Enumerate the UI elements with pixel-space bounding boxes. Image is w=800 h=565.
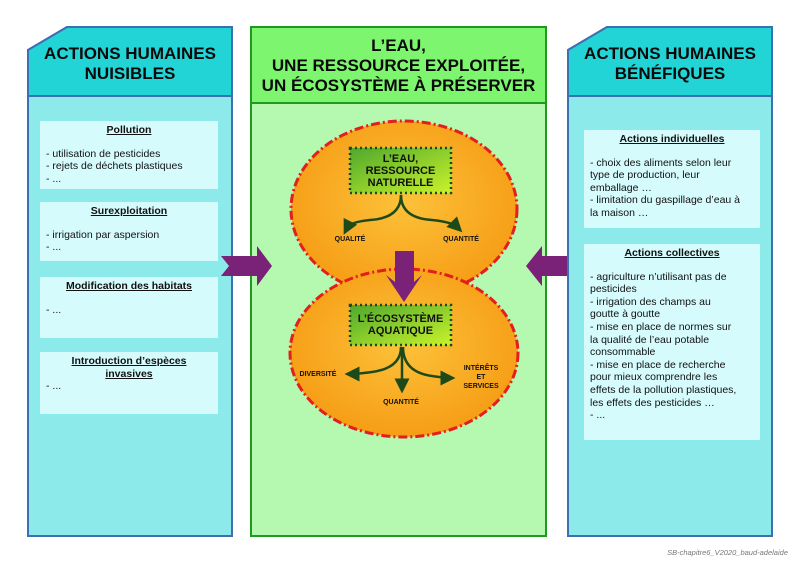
node-water-resource-label: L’EAU, RESSOURCE NATURELLE <box>350 153 451 189</box>
card-pollution: Pollution - utilisation de pesticides - … <box>40 121 218 189</box>
label-line: ET <box>476 374 486 381</box>
label-line: INTÉRÊTS <box>463 365 499 372</box>
card-line: - ... <box>46 380 62 393</box>
left-panel-harmful-actions: ACTIONS HUMAINES NUISIBLES Pollution - u… <box>27 26 233 537</box>
card-line: emballage … <box>590 181 652 194</box>
card-title: Actions collectives <box>624 247 720 259</box>
card-line: les effets des pesticides … <box>590 396 715 409</box>
card-line: la maison … <box>590 206 649 219</box>
right-arrow-icon <box>221 246 272 286</box>
card-line: pour mieux comprendre les <box>590 371 718 384</box>
center-title-line2: UNE RESSOURCE EXPLOITÉE, <box>271 56 526 75</box>
node-ecosystem-label: L’ÉCOSYSTÈME AQUATIQUE <box>350 313 451 337</box>
node-line: NATURELLE <box>367 177 434 189</box>
footer-credit: SB-chapitre6_V2020_baud-adelaide <box>667 548 788 557</box>
branch-arrow-diversity <box>344 346 403 382</box>
center-panel-title: L’EAU, UNE RESSOURCE EXPLOITÉE, UN ÉCOSY… <box>252 28 545 104</box>
card-modification-habitats: Modification des habitats - ... <box>40 277 218 338</box>
branch-arrow-quantity <box>399 194 463 233</box>
card-surexploitation: Surexploitation - irrigation par aspersi… <box>40 202 218 261</box>
card-line: - ... <box>46 303 62 316</box>
right-title-line1: ACTIONS HUMAINES <box>584 44 756 63</box>
card-title: invasives <box>105 367 153 380</box>
card-especes-invasives: Introduction d’espèces invasives - ... <box>40 352 218 414</box>
card-line: - irrigation des champs au <box>590 295 711 308</box>
card-line: pesticides <box>590 283 637 296</box>
card-individual-actions: Actions individuelles - choix des alimen… <box>584 130 760 228</box>
card-line: type de production, leur <box>590 169 700 182</box>
card-line: goutte à goutte <box>590 308 661 321</box>
node-water-resource-box <box>348 146 453 195</box>
down-arrow-icon <box>386 251 422 302</box>
branch-label-quality: QUALITÉ <box>334 236 366 243</box>
label-line: SERVICES <box>463 383 499 390</box>
left-arrow-icon <box>526 246 578 286</box>
branch-arrow-interests <box>401 346 456 386</box>
branch-label-quantity: QUANTITÉ <box>443 236 479 243</box>
left-title-line2: NUISIBLES <box>84 64 176 83</box>
left-title-line1: ACTIONS HUMAINES <box>44 44 216 63</box>
card-line: - ... <box>590 409 606 422</box>
right-panel-title: ACTIONS HUMAINES BÉNÉFIQUES <box>567 44 773 84</box>
card-title: Surexploitation <box>90 205 168 217</box>
branch-label-interests-services: INTÉRÊTS ET SERVICES <box>456 364 506 391</box>
left-panel-title: ACTIONS HUMAINES NUISIBLES <box>27 44 233 84</box>
center-title-line3: UN ÉCOSYSTÈME À PRÉSERVER <box>261 76 536 95</box>
card-line: - rejets de déchets plastiques <box>46 160 183 173</box>
right-title-line2: BÉNÉFIQUES <box>614 64 726 83</box>
card-line: - choix des aliments selon leur <box>590 156 732 169</box>
node-line: AQUATIQUE <box>367 325 434 337</box>
card-title: Actions individuelles <box>619 133 725 145</box>
card-line: - agriculture n’utilisant pas de <box>590 270 727 283</box>
card-line: - irrigation par aspersion <box>46 228 160 241</box>
node-ecosystem-box <box>348 303 453 347</box>
card-line: - mise en place de recherche <box>590 358 726 371</box>
node-line: L’EAU, <box>382 153 419 165</box>
card-line: consommable <box>590 346 656 359</box>
card-line: la qualité de l’eau potable <box>590 333 710 346</box>
card-line: - ... <box>46 241 62 254</box>
node-line: L’ÉCOSYSTÈME <box>357 313 444 325</box>
branch-arrow-quality <box>343 194 403 235</box>
card-title: Introduction d’espèces <box>71 355 187 367</box>
card-line: - limitation du gaspillage d’eau à <box>590 194 741 207</box>
branch-label-quantity-eco: QUANTITÉ <box>383 399 419 406</box>
branch-label-diversity: DIVERSITÉ <box>299 371 337 378</box>
card-title: Modification des habitats <box>65 280 192 292</box>
card-line: effets de la pollution plastiques, <box>590 383 737 396</box>
card-title: Pollution <box>106 124 152 136</box>
card-line: - utilisation de pesticides <box>46 147 161 160</box>
node-line: RESSOURCE <box>365 165 436 177</box>
center-title-line1: L’EAU, <box>371 36 426 55</box>
card-line: - ... <box>46 172 62 185</box>
card-collective-actions: Actions collectives - agriculture n’util… <box>584 244 760 440</box>
right-panel-beneficial-actions: ACTIONS HUMAINES BÉNÉFIQUES Actions indi… <box>567 26 773 537</box>
card-line: - mise en place de normes sur <box>590 320 732 333</box>
